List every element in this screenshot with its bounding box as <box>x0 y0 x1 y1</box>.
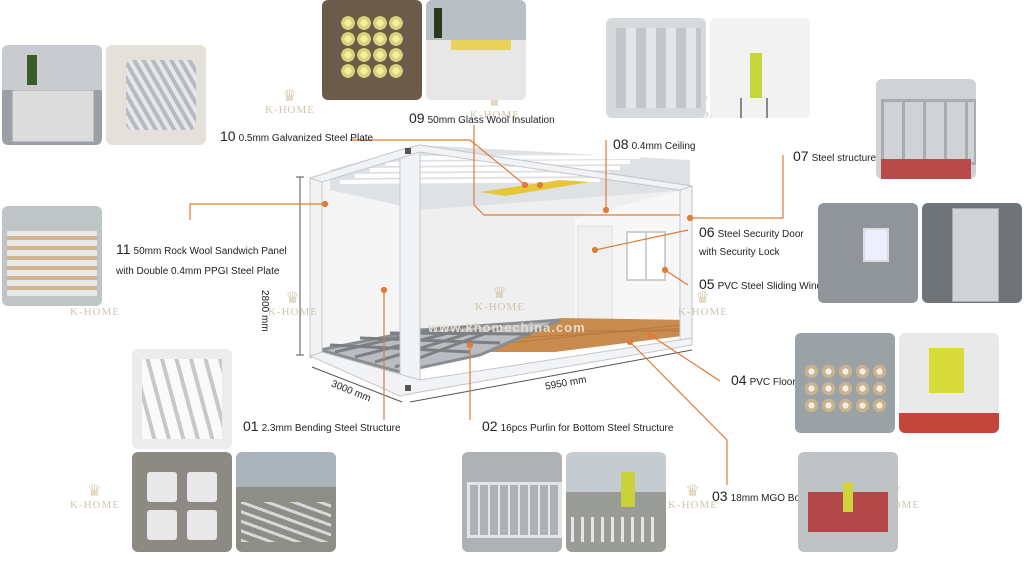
brand-watermark: ♛K-HOME <box>265 88 315 117</box>
photo-ceiling-panels <box>606 18 706 118</box>
photo-window <box>818 203 918 303</box>
photo-corner-fittings <box>132 452 232 552</box>
crown-icon: ♛ <box>285 290 301 307</box>
brand-watermark: ♛K-HOME <box>475 285 525 314</box>
corner-fitting-top <box>405 148 411 154</box>
crown-icon: ♛ <box>695 290 711 307</box>
photo-galvanized-sheets <box>106 45 206 145</box>
brand-watermark: ♛K-HOME <box>668 483 718 512</box>
photo-steel-beams <box>236 452 336 552</box>
steel-frame <box>308 144 693 397</box>
photo-floor-install <box>899 333 999 433</box>
photo-glass-wool-rolls <box>322 0 422 100</box>
photo-security-door <box>922 203 1022 303</box>
corner-fitting-bottom <box>405 385 411 391</box>
door <box>577 225 613 327</box>
photo-steel-plate-install <box>2 45 102 145</box>
photo-ceiling-install <box>710 18 810 118</box>
leader-lines <box>189 125 784 485</box>
glass-wool-insulation <box>480 180 590 196</box>
photo-bending-steel <box>132 349 232 449</box>
crown-icon: ♛ <box>685 483 701 500</box>
photo-purlin-welding <box>566 452 666 552</box>
floor-boards <box>499 323 691 345</box>
crown-icon: ♛ <box>492 285 508 302</box>
url-watermark: www.khomechina.com <box>428 320 586 335</box>
brand-watermark: ♛K-HOME <box>70 483 120 512</box>
height-dimension: 2800 mm <box>259 290 270 332</box>
photo-mgo-board-install <box>798 452 898 552</box>
photo-purlin-frame <box>462 452 562 552</box>
crown-icon: ♛ <box>282 88 298 105</box>
photo-insulation-install <box>426 0 526 100</box>
brand-watermark: ♛K-HOME <box>268 290 318 319</box>
crown-icon: ♛ <box>87 483 103 500</box>
dimension-lines <box>296 176 693 403</box>
photo-sandwich-panel <box>2 206 102 306</box>
brand-watermark: ♛K-HOME <box>678 290 728 319</box>
photo-pvc-rolls <box>795 333 895 433</box>
photo-steel-structure <box>876 79 976 179</box>
